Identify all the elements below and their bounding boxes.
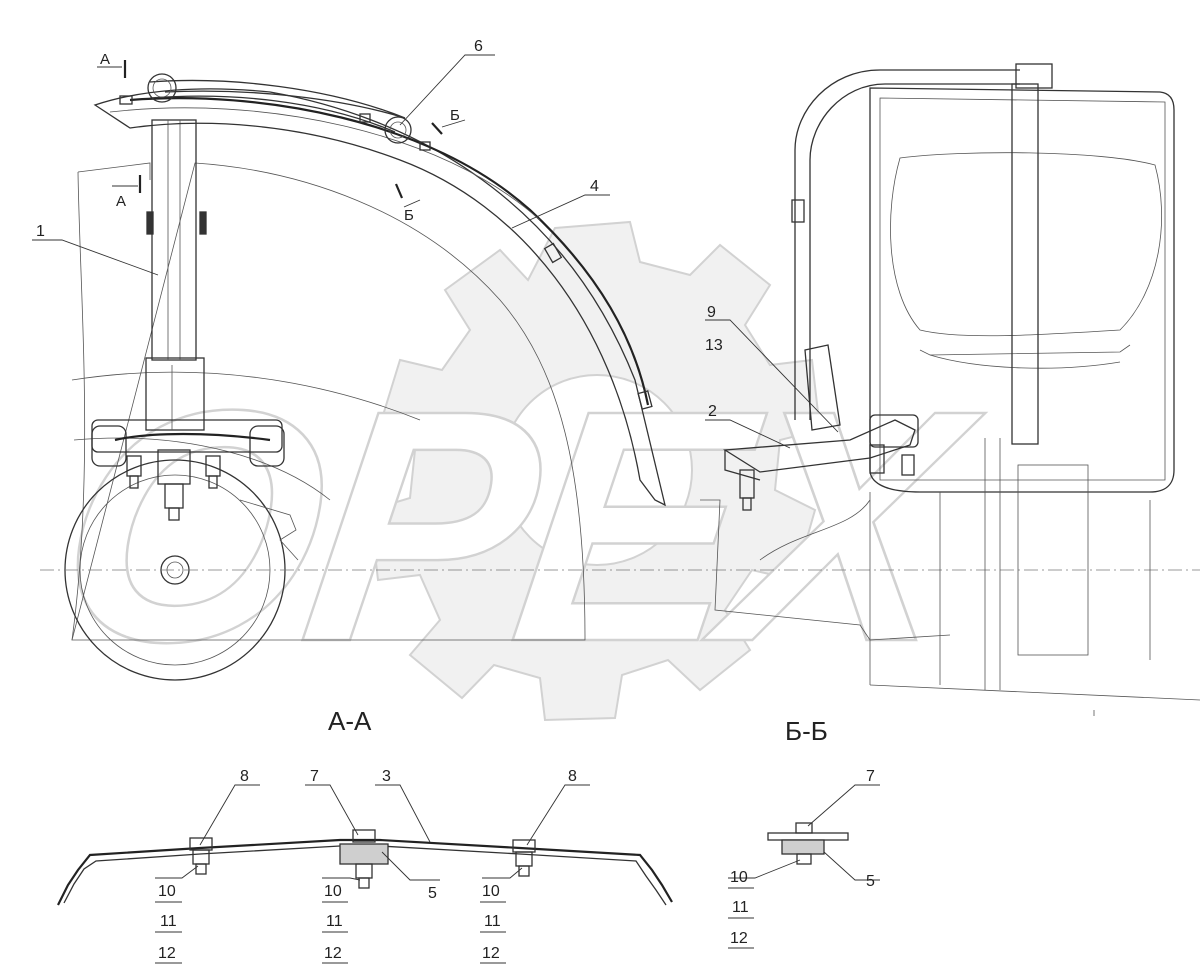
section-bb-callouts: 7 10 11 12 5 — [728, 768, 880, 949]
bb-callout-10: 10 — [730, 869, 748, 886]
aa-callout-7: 7 — [310, 768, 319, 785]
bb-callout-5: 5 — [866, 873, 875, 890]
watermark-text: OPEX — [40, 342, 996, 710]
watermark-gear — [368, 220, 822, 722]
aa-callout-12-left: 12 — [158, 945, 176, 962]
bottom-bracket — [91, 419, 285, 521]
cab-outline — [869, 87, 1175, 493]
aa-strip — [57, 838, 673, 906]
callout-2: 2 — [708, 403, 717, 420]
bb-plate — [767, 832, 849, 841]
cut-mark-b-lower: Б — [404, 207, 414, 224]
watermark: OPEX — [39, 220, 997, 722]
bb-callout-12: 12 — [730, 930, 748, 947]
section-bb-title: Б-Б — [785, 716, 828, 746]
callout-6: 6 — [474, 38, 483, 55]
aa-bolt-mid — [339, 829, 389, 889]
cut-mark-a-top: А — [100, 51, 110, 68]
cut-mark-b-upper: Б — [450, 107, 460, 124]
callout-13: 13 — [705, 337, 723, 354]
bb-callout-11: 11 — [732, 899, 749, 916]
cab-handle — [794, 69, 1020, 420]
left-view-callouts: 1 6 4 — [32, 38, 610, 276]
aa-callout-10-left: 10 — [158, 883, 176, 900]
aa-bolt-right — [512, 839, 536, 877]
side-bracket — [722, 344, 919, 511]
support-bar — [119, 73, 431, 151]
aa-callout-3: 3 — [382, 768, 391, 785]
wheel — [40, 459, 1200, 681]
aa-bolt-left — [189, 837, 213, 875]
aa-callout-8-left: 8 — [240, 768, 249, 785]
aa-callout-5: 5 — [428, 885, 437, 902]
section-aa-callouts: 8 7 3 8 10 11 12 10 11 12 5 10 — [155, 768, 590, 964]
cut-marks: А А Б Б — [97, 51, 466, 224]
aa-callout-10-right: 10 — [482, 883, 500, 900]
callout-4: 4 — [590, 178, 599, 195]
left-view: А А Б Б 1 6 4 — [32, 38, 1200, 681]
cut-mark-a-low: А — [116, 193, 126, 210]
vertical-post — [145, 119, 207, 431]
aa-callout-11-right: 11 — [484, 913, 501, 930]
section-bb: Б-Б 7 10 11 12 5 — [728, 716, 880, 949]
aa-callout-12-right: 12 — [482, 945, 500, 962]
aa-callout-11-mid: 11 — [326, 913, 343, 930]
aa-callout-8-right: 8 — [568, 768, 577, 785]
aa-callout-12-mid: 12 — [324, 945, 342, 962]
fender-arc — [93, 88, 666, 507]
aa-callout-11-left: 11 — [160, 913, 177, 930]
body-outline — [71, 162, 586, 641]
section-aa-title: А-А — [328, 706, 372, 736]
callout-1: 1 — [36, 223, 45, 240]
vertical-strap — [1011, 83, 1039, 445]
bb-callout-7: 7 — [866, 768, 875, 785]
right-view-callouts: 9 13 2 — [705, 304, 839, 449]
right-view: 9 13 2 — [700, 63, 1200, 701]
section-aa: А-А 8 7 3 8 — [57, 706, 673, 964]
aa-callout-10-mid: 10 — [324, 883, 342, 900]
callout-9: 9 — [707, 304, 716, 321]
